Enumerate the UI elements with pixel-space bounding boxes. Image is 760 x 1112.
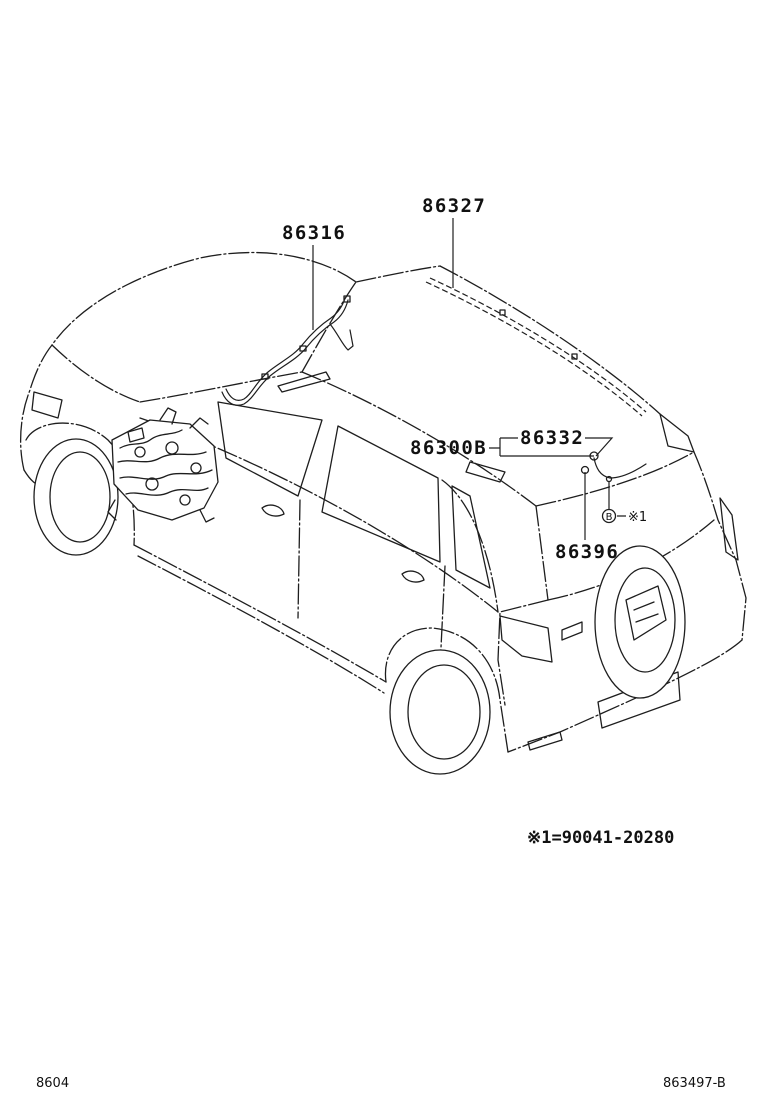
callout-86316: 86316 xyxy=(282,222,346,244)
spare-tire-hub xyxy=(625,585,667,641)
front-rim xyxy=(49,451,111,543)
roof-panel-detail xyxy=(277,371,331,393)
footnote-ref-1: ※1=90041-20280 xyxy=(527,828,674,848)
right-taillight xyxy=(719,497,739,561)
front-tire xyxy=(33,438,119,556)
front-silhouette xyxy=(19,251,357,471)
rear-rim xyxy=(407,664,481,760)
roof-far-edge xyxy=(439,265,661,415)
spare-tire-cover xyxy=(614,567,676,673)
callout-86396: 86396 xyxy=(555,541,619,563)
rear-bumper xyxy=(507,639,743,753)
engine-assembly xyxy=(107,407,219,523)
front-wheel-arch xyxy=(25,422,135,546)
callout-86300b: 86300B xyxy=(410,437,487,459)
callout-86327: 86327 xyxy=(422,195,486,217)
wire-harness-86327 xyxy=(425,277,647,417)
front-door-window xyxy=(217,401,323,497)
footer-left-code: 8604 xyxy=(36,1076,69,1091)
front-door-handle xyxy=(261,504,285,517)
rear-left-corner xyxy=(497,599,549,706)
bolt-ref-b xyxy=(605,475,613,483)
leader-86332 xyxy=(585,437,614,457)
windshield-base xyxy=(139,371,303,403)
roof-front-edge xyxy=(355,265,441,283)
headlight xyxy=(31,391,63,419)
rear-door-handle xyxy=(401,570,425,583)
ref-mark-1: ※1 xyxy=(628,510,647,525)
wire-harness-86316 xyxy=(221,295,354,406)
quarter-window xyxy=(451,485,491,589)
ref-b-letter: B xyxy=(606,512,613,523)
side-sill-lower xyxy=(137,555,385,694)
hood-line xyxy=(51,344,141,403)
bracket-86300b xyxy=(489,437,594,457)
rear-hatch-left-edge xyxy=(535,505,549,601)
c-pillar xyxy=(441,479,499,613)
car-body xyxy=(19,251,747,753)
lower-reflector xyxy=(527,731,563,751)
side-windows xyxy=(217,401,491,589)
rear-window-top xyxy=(535,451,695,507)
rear-tire xyxy=(389,649,491,775)
roof-rear-lamp xyxy=(465,461,506,483)
rear-wheel-arch xyxy=(384,627,509,753)
side-sill xyxy=(133,544,387,683)
front-door-rear-edge xyxy=(297,499,301,619)
left-taillight xyxy=(499,615,553,663)
footer-right-code: 863497-B xyxy=(663,1076,726,1091)
rear-reflector xyxy=(561,621,583,641)
roof-near-edge xyxy=(301,371,537,507)
ref-b-circle xyxy=(601,508,617,524)
rear-door-window xyxy=(321,425,441,563)
rear-right-pillar xyxy=(693,451,747,641)
callout-86332: 86332 xyxy=(520,427,584,449)
leader-lines xyxy=(312,218,626,540)
spare-tire xyxy=(594,545,686,699)
rear-spoiler xyxy=(659,413,695,453)
wheels xyxy=(33,438,686,775)
leader-ref-b xyxy=(608,482,626,517)
